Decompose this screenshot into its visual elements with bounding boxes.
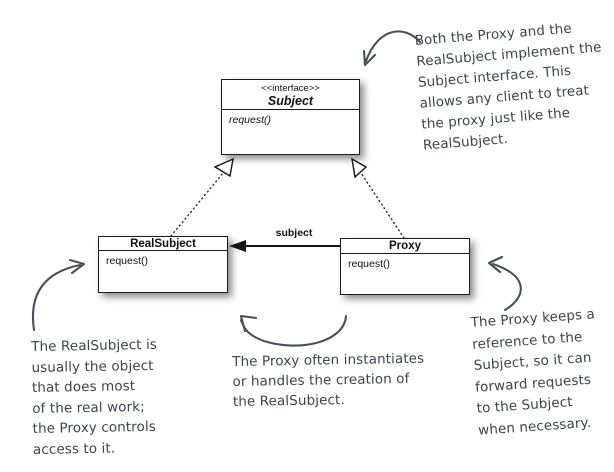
note-line: the RealSubject.	[232, 392, 345, 410]
note-bottom-right: The Proxy keeps a reference to the Subje…	[470, 304, 603, 441]
note-line: of the real work;	[32, 398, 145, 417]
curved-arrow-to-realsubject-head-icon	[68, 258, 86, 275]
curved-arrow-to-subject	[364, 30, 422, 63]
note-line: usually the object	[31, 357, 154, 376]
curved-arrow-center	[239, 314, 348, 347]
realization-line-proxy	[360, 172, 405, 239]
note-line: access to it.	[32, 440, 116, 458]
curved-arrow-to-realsubject	[31, 263, 82, 332]
note-bottom-left: The RealSubject is usually the object th…	[31, 335, 159, 460]
uml-class-realsubject: RealSubject request()	[98, 236, 228, 293]
proxy-class-name: Proxy	[389, 240, 421, 252]
curved-arrow-center-head-icon	[239, 314, 258, 333]
subject-method: request()	[229, 114, 272, 126]
curved-arrow-to-proxy-head-icon	[487, 255, 504, 274]
curved-arrow-to-subject-head-icon	[362, 49, 377, 67]
proxy-method: request()	[348, 258, 391, 270]
curved-arrow-to-proxy	[491, 262, 522, 312]
realsubject-title-compartment: RealSubject	[99, 237, 227, 251]
subject-title-compartment: <<interface>> Subject	[222, 80, 359, 110]
note-top-right: Both the Proxy and the RealSubject imple…	[414, 16, 609, 156]
uml-class-proxy: Proxy request()	[340, 238, 470, 295]
realsubject-method: request()	[106, 255, 149, 267]
association-arrowhead-icon	[229, 240, 246, 252]
subject-stereotype: <<interface>>	[261, 83, 320, 94]
uml-class-subject: <<interface>> Subject request()	[221, 79, 360, 155]
realization-triangle-left-icon	[213, 157, 234, 178]
note-line: The RealSubject is	[31, 336, 158, 355]
note-line: the Proxy controls	[32, 418, 157, 437]
subject-class-name: Subject	[267, 94, 314, 108]
realsubject-class-name: RealSubject	[130, 238, 196, 250]
proxy-title-compartment: Proxy	[341, 239, 469, 254]
association-label: subject	[275, 227, 313, 239]
note-line: or handles the creation of	[232, 370, 410, 390]
realization-triangle-right-icon	[351, 157, 368, 179]
realization-line-realsubject	[170, 171, 225, 237]
note-bottom-center: The Proxy often instantiates or handles …	[232, 349, 425, 412]
note-line: that does most	[31, 378, 136, 396]
